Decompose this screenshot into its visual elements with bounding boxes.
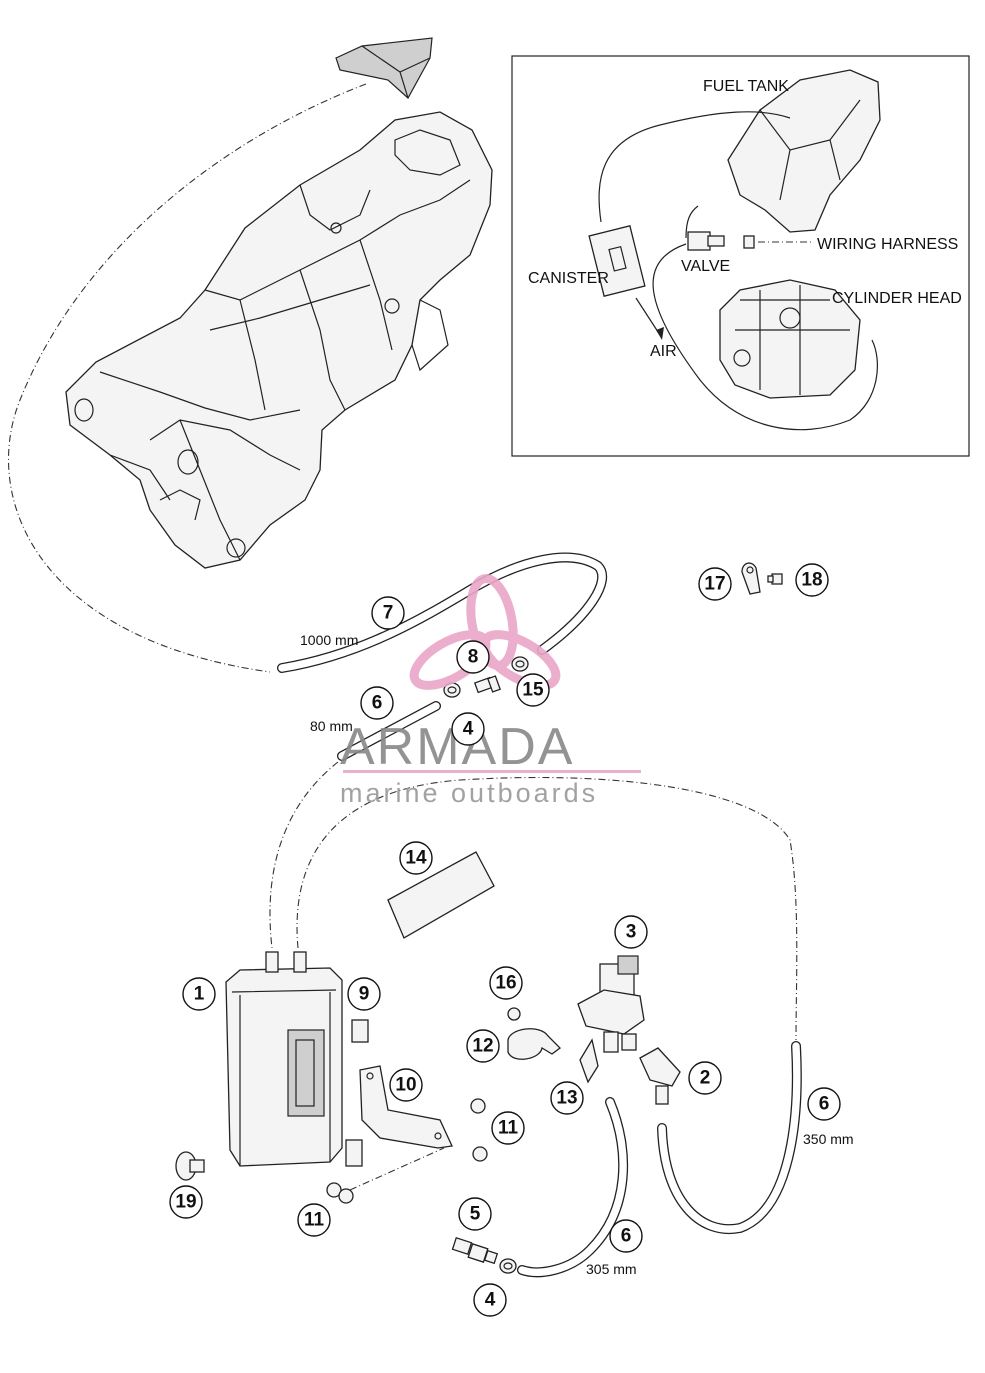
callout-4-bottom: 4 [473,1283,507,1317]
fitting-8 [473,675,501,694]
svg-text:12: 12 [472,1036,493,1057]
svg-text:3: 3 [626,922,637,943]
svg-text:16: 16 [495,973,516,994]
svg-text:11: 11 [304,1210,325,1231]
clamp-17 [741,562,761,595]
frame-drawing [65,37,493,569]
callout-8: 8 [456,640,490,674]
bracket-13 [579,1038,599,1084]
svg-text:11: 11 [498,1118,519,1139]
callout-1: 1 [182,977,216,1011]
callout-15: 15 [516,673,550,707]
svg-text:14: 14 [405,848,427,869]
leader-bolt-to-bracket [349,1147,445,1191]
valve-3 [577,955,645,1053]
callout-3: 3 [614,915,648,949]
bolt-18 [767,573,783,585]
callout-6-short: 6 [360,686,394,720]
label-fuel-tank: FUEL TANK [703,78,789,95]
callout-17: 17 [698,567,732,601]
fitting-2 [639,1047,681,1105]
callout-9: 9 [347,977,381,1011]
bracket-10 [359,1065,453,1149]
clip-4-top [443,682,461,698]
clip-4-bottom [499,1258,517,1274]
dim-hose-7: 1000 mm [300,632,358,648]
clamp-12 [507,1028,561,1060]
callout-14: 14 [399,841,433,875]
hose-6-bottom [517,1097,629,1278]
callout-6-bottom: 6 [609,1219,643,1253]
dim-hose-6-bottom: 305 mm [586,1261,637,1277]
callout-5: 5 [458,1197,492,1231]
svg-text:8: 8 [468,647,479,668]
svg-text:2: 2 [700,1068,711,1089]
dim-hose-6-short: 80 mm [310,718,353,734]
callout-6-right: 6 [807,1087,841,1121]
label-valve: VALVE [681,258,730,275]
propeller-logo [409,574,561,690]
callout-10: 10 [389,1068,423,1102]
callout-18: 18 [795,563,829,597]
label-cylinder-head: CYLINDER HEAD [832,290,962,307]
fitting-5 [451,1237,499,1265]
inset-schematic [511,55,970,457]
hose-7 [277,552,608,673]
watermark-tagline: marine outboards [340,778,598,808]
hose-6-right [657,1041,802,1235]
svg-text:7: 7 [383,603,394,624]
label-air: AIR [650,343,677,360]
svg-text:4: 4 [463,719,474,740]
dim-hose-6-right: 350 mm [803,1131,854,1147]
svg-text:1: 1 [194,984,205,1005]
clip-15 [511,656,529,672]
label-canister: CANISTER [528,270,609,287]
svg-text:18: 18 [801,570,822,591]
label-wiring-harness: WIRING HARNESS [817,236,958,253]
callout-11-left: 11 [297,1203,331,1237]
callout-7: 7 [371,596,405,630]
callout-19: 19 [169,1185,203,1219]
svg-text:4: 4 [485,1290,496,1311]
grommet-19 [175,1151,205,1181]
svg-text:10: 10 [395,1075,416,1096]
svg-text:19: 19 [175,1192,196,1213]
callout-12: 12 [466,1029,500,1063]
svg-text:6: 6 [372,693,383,714]
bolts-11 [326,1098,488,1204]
svg-text:17: 17 [704,574,725,595]
canister-1 [225,951,343,1167]
hose-6-short [337,701,441,761]
clip-9 [345,1019,369,1167]
svg-text:6: 6 [621,1226,632,1247]
callout-2: 2 [688,1061,722,1095]
callout-11-right: 11 [491,1111,525,1145]
svg-text:13: 13 [556,1088,577,1109]
svg-text:5: 5 [470,1204,481,1225]
leader-hose-to-canister-b [296,776,798,1041]
callout-16: 16 [489,966,523,1000]
label-sheet-14 [387,851,495,939]
callout-4-top: 4 [451,712,485,746]
svg-text:9: 9 [359,984,370,1005]
bolt-16 [507,1007,521,1021]
svg-text:15: 15 [522,680,544,701]
leader-seat-to-hose [8,83,367,673]
svg-text:6: 6 [819,1094,830,1115]
leader-hose-to-canister-a [269,761,339,949]
callout-13: 13 [550,1081,584,1115]
